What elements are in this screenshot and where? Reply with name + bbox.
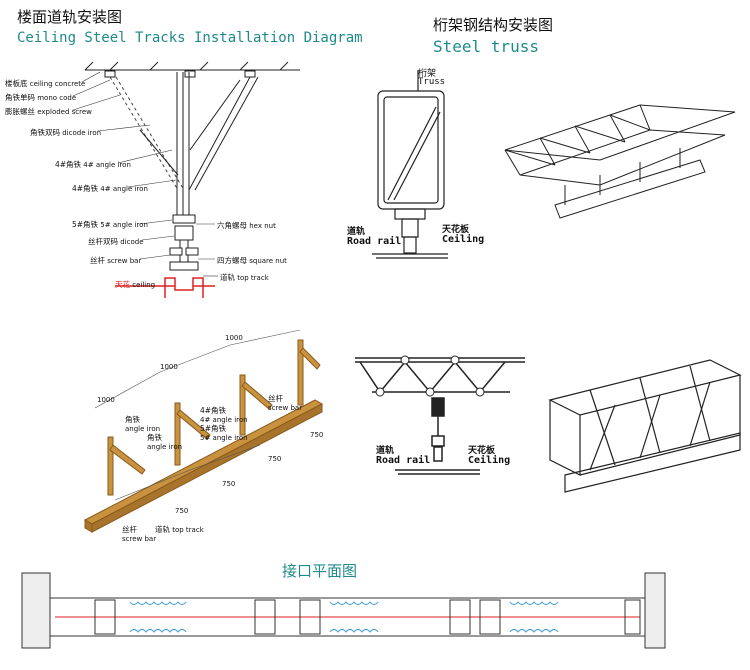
dim-750-a: 750 (310, 431, 324, 439)
label-top-track-iso: 道轨 top track (155, 525, 204, 534)
leader-lines (72, 71, 218, 277)
label-dicode: 丝杆双码 dicode (88, 237, 144, 246)
dim-1000-a: 1000 (225, 334, 243, 342)
iso-posts (107, 339, 321, 496)
screw-assembly (169, 214, 199, 271)
joint-drawing (21, 572, 666, 649)
label-truss-cn: 桁架 (418, 69, 437, 79)
truss-3d-bottom (548, 359, 742, 493)
label-ceiling2-cn: 天花板 (468, 446, 496, 456)
label-truss-en: Truss (418, 77, 446, 87)
top-track-profile (115, 277, 215, 298)
label-hex-nut: 六角螺母 hex nut (217, 221, 276, 230)
label-top-track: 道轨 top track (220, 273, 269, 282)
label-ceiling-cn: 天花板 (442, 225, 470, 235)
truss-title-cn: 桁架钢结构安装图 (433, 16, 554, 34)
label-road2-en: Road rail (376, 455, 431, 466)
dim-1000-b: 1000 (160, 363, 178, 371)
label-dicode-iron: 角铁双码 dicode iron (30, 128, 102, 137)
label-ceiling2-en: Ceiling (468, 455, 511, 466)
dim-750-c: 750 (222, 480, 236, 488)
label-ceiling-en: Ceiling (442, 234, 485, 245)
truss-3d-top (504, 104, 736, 219)
label-screw-bar: 丝杆 screw bar (90, 256, 142, 265)
label-mono-code: 角铁单码 mono code (5, 93, 77, 102)
truss-title-en: Steel truss (433, 37, 539, 56)
joint-title: 接口平面图 (282, 562, 358, 580)
ceiling-title-en: Ceiling Steel Tracks Installation Diagra… (17, 30, 363, 46)
label-exploded-screw: 膨胀螺丝 exploded screw (5, 107, 92, 116)
label-4-angle-iron-b: 4#角铁 4# angle iron (72, 184, 148, 193)
dashed-brace (109, 76, 185, 191)
label-square-nut: 四方螺母 square nut (217, 256, 287, 265)
dim-750-d: 750 (175, 507, 189, 515)
label-5-angle-iron: 5#角铁 5# angle iron (72, 220, 148, 229)
iso-dim-lines (94, 329, 301, 501)
ceiling-title-cn: 楼面道轨安装图 (17, 8, 123, 26)
label-4-angle-iron-a: 4#角铁 4# angle iron (55, 160, 131, 169)
label-road-en: Road rail (347, 236, 402, 247)
label-road-cn: 道轨 (347, 227, 366, 237)
ceiling-concrete (84, 61, 300, 78)
iso-track (83, 399, 324, 533)
dim-750-b: 750 (268, 455, 282, 463)
label-ceiling: 天花 ceiling (115, 280, 156, 289)
truss-flat-nodes (375, 355, 485, 397)
dim-1000-c: 1000 (97, 396, 115, 404)
vertical-angle-iron (176, 72, 190, 215)
label-road2-cn: 道轨 (376, 446, 395, 456)
truss-box (372, 70, 448, 259)
label-ceiling-concrete: 楼板底 ceiling concrete (5, 79, 86, 88)
solid-brace (139, 76, 259, 191)
